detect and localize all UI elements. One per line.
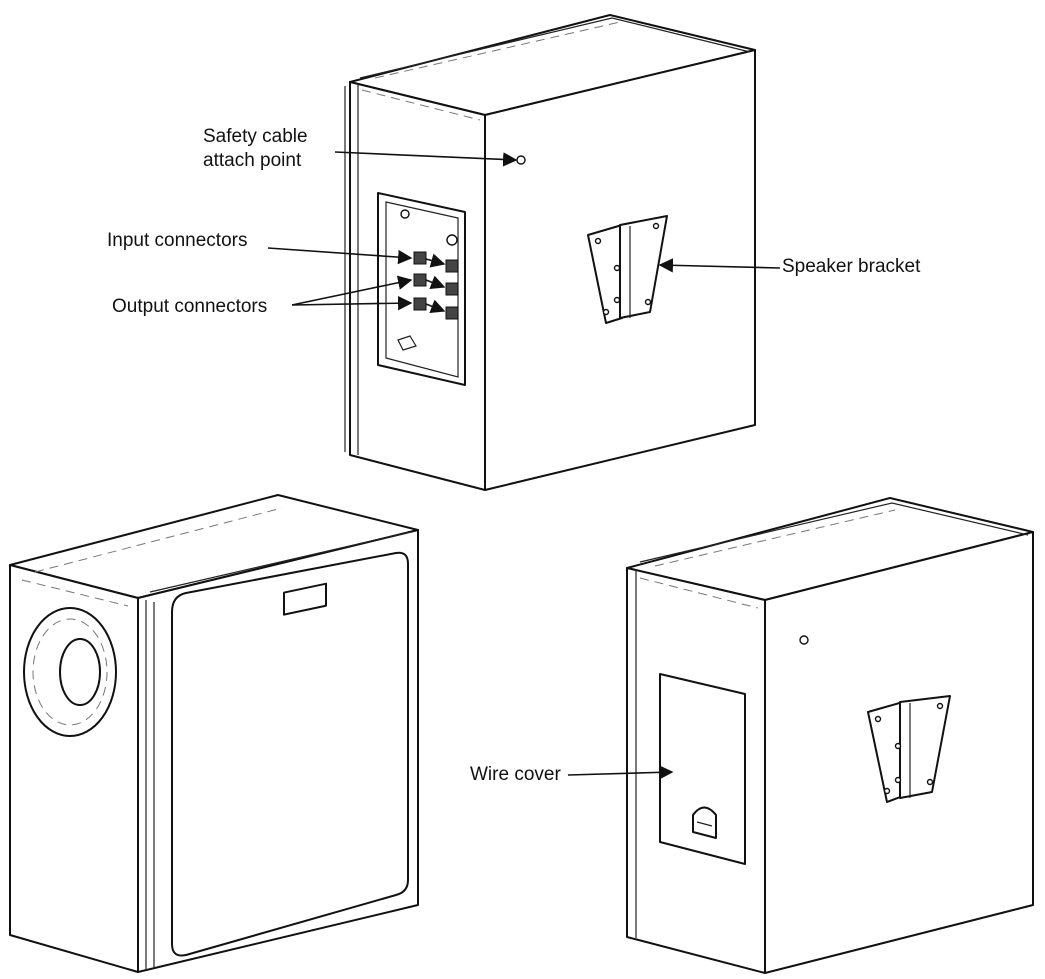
label-input-connectors: Input connectors [107, 230, 247, 251]
output-connector [413, 273, 427, 287]
label-safety-cable-line1: Safety cable [203, 126, 308, 147]
label-speaker-bracket: Speaker bracket [782, 256, 921, 277]
bass-port [23, 607, 117, 737]
safety-cable-attach-point [799, 635, 809, 645]
connector-panel [377, 192, 466, 386]
output-connector [413, 297, 427, 311]
logo-badge [283, 582, 327, 616]
label-output-connectors: Output connectors [112, 296, 267, 317]
safety-cable-attach-point [516, 155, 526, 165]
bottom-left-speaker-front-view [9, 494, 419, 973]
output-connector [445, 282, 459, 296]
label-wire-cover: Wire cover [470, 764, 561, 785]
speaker-bracket [587, 215, 668, 324]
label-safety-cable-line2: attach point [203, 150, 302, 171]
input-connector [413, 251, 427, 265]
bottom-right-speaker-rear-view [626, 497, 1034, 974]
top-speaker-rear-view [344, 14, 756, 491]
output-connector [445, 306, 459, 320]
speaker-grille [171, 551, 409, 957]
callout-arrows [267, 151, 781, 780]
speaker-bracket [867, 695, 951, 803]
input-connector [445, 259, 459, 273]
wire-cover [659, 673, 746, 865]
